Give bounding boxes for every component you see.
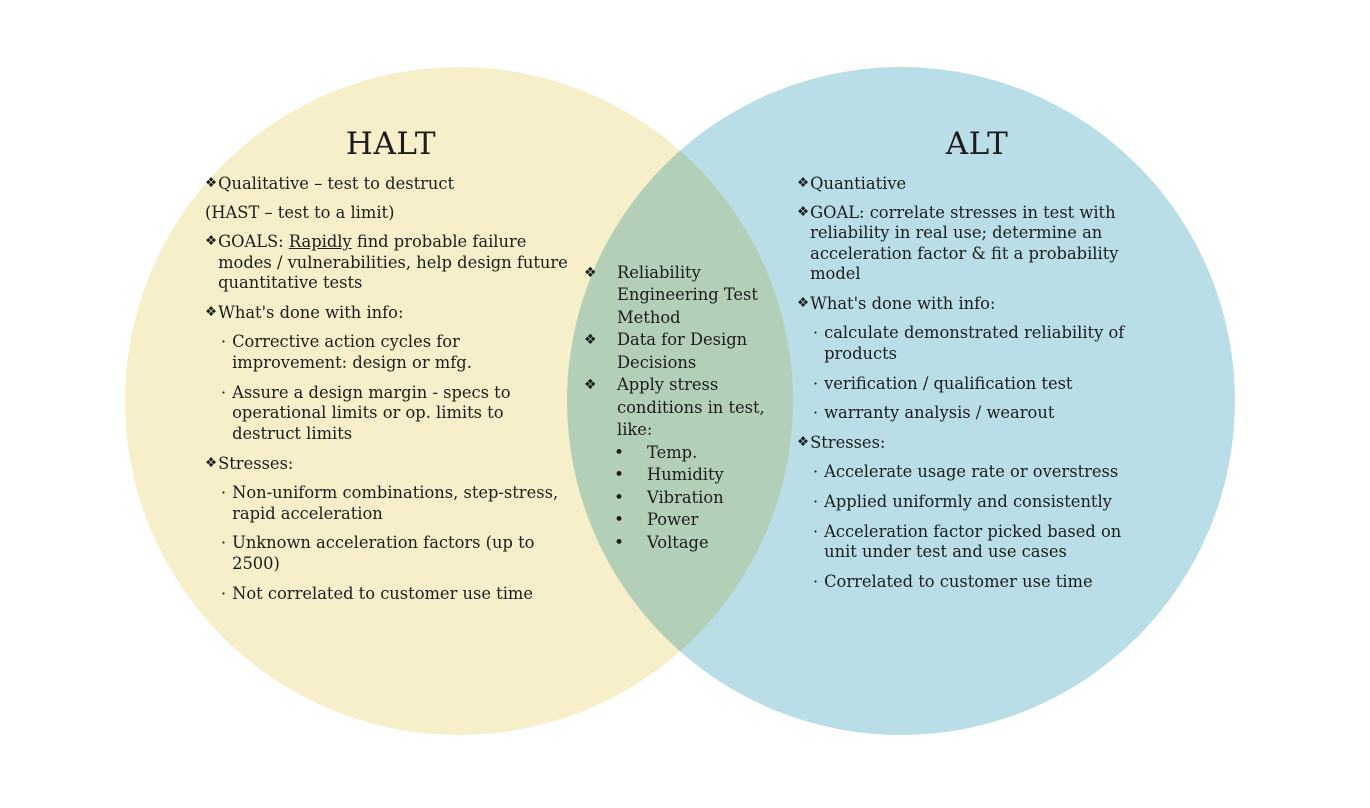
venn-item-label: Quantiative [810, 173, 907, 193]
venn-bullet-item: ❖ Reliability Engineering Test Method [584, 262, 766, 329]
venn-item-label: Non-uniform combinations, step-stress, r… [232, 483, 559, 523]
venn-subbullet-item: ·verification / qualification test [797, 374, 1157, 395]
dot-bullet-icon: · [813, 521, 819, 541]
venn-panel-halt: HALT ❖Qualitative – test to destruct(HAS… [205, 128, 577, 613]
venn-subbullet-item: • Voltage [584, 532, 766, 554]
venn-list-shared: ❖ Reliability Engineering Test Method ❖ Dat… [584, 262, 766, 554]
venn-item-label: verification / qualification test [824, 373, 1073, 393]
dot-bullet-icon: • [614, 487, 625, 508]
venn-item-label: Apply stress conditions in test, like: [617, 375, 765, 440]
venn-item-label: Applied uniformly and consistently [824, 492, 1112, 512]
venn-item-label: Data for Design Decisions [617, 330, 748, 372]
dot-bullet-icon: · [813, 323, 819, 343]
venn-item-label: GOALS: Rapidly find probable failure mod… [218, 232, 568, 293]
venn-bullet-item: ❖Qualitative – test to destruct [205, 174, 577, 194]
venn-item-label: Corrective action cycles for improvement… [232, 332, 472, 372]
dot-bullet-icon: • [614, 510, 625, 531]
venn-item-label: Not correlated to customer use time [232, 583, 534, 603]
diamond-bullet-icon: ❖ [584, 377, 597, 394]
diamond-bullet-icon: ❖ [584, 332, 597, 349]
venn-subbullet-item: ·calculate demonstrated reliability of p… [797, 323, 1157, 364]
venn-subbullet-item: ·warranty analysis / wearout [797, 403, 1157, 424]
venn-circle-alt [567, 67, 1235, 735]
dot-bullet-icon: · [221, 583, 227, 603]
dot-bullet-icon: · [813, 462, 819, 482]
venn-item-label: Voltage [647, 532, 709, 552]
diamond-bullet-icon: ❖ [205, 454, 218, 471]
venn-item-label: Stresses: [218, 453, 294, 473]
venn-list-halt: ❖Qualitative – test to destruct(HAST – t… [205, 174, 577, 605]
diamond-bullet-icon: ❖ [797, 294, 810, 311]
dot-bullet-icon: · [813, 492, 819, 512]
venn-subbullet-item: • Vibration [584, 487, 766, 509]
venn-item-label: Acceleration factor picked based on unit… [824, 521, 1122, 562]
venn-item-label: Power [647, 510, 699, 530]
dot-bullet-icon: · [813, 572, 819, 592]
venn-item-label: warranty analysis / wearout [824, 403, 1055, 423]
venn-subbullet-item: ·Not correlated to customer use time [205, 584, 577, 605]
venn-panel-shared: ❖ Reliability Engineering Test Method ❖ Dat… [584, 262, 766, 554]
venn-title-halt: HALT [345, 126, 437, 162]
venn-item-label: Assure a design margin - specs to operat… [232, 382, 511, 443]
emphasis-underline: Rapidly [288, 232, 352, 252]
diamond-bullet-icon: ❖ [205, 233, 218, 250]
venn-item-label: Correlated to customer use time [824, 572, 1093, 592]
dot-bullet-icon: • [614, 532, 625, 553]
diamond-bullet-icon: ❖ [797, 174, 810, 191]
venn-bullet-item: ❖Stresses: [205, 454, 577, 474]
dot-bullet-icon: · [813, 403, 819, 423]
venn-subbullet-item: ·Unknown acceleration factors (up to 250… [205, 533, 577, 574]
venn-subbullet-item: ·Applied uniformly and consistently [797, 492, 1157, 513]
diamond-bullet-icon: ❖ [584, 265, 597, 281]
dot-bullet-icon: · [221, 382, 227, 402]
venn-bullet-item: ❖What's done with info: [205, 303, 577, 323]
venn-item-label: calculate demonstrated reliability of pr… [824, 323, 1125, 363]
diamond-bullet-icon: ❖ [797, 203, 810, 220]
venn-bullet-item: ❖ Apply stress conditions in test, like: [584, 374, 766, 441]
venn-item-label: Stresses: [810, 432, 886, 452]
venn-item-label: Temp. [647, 442, 698, 462]
venn-text-line: (HAST – test to a limit) [205, 202, 395, 222]
venn-subbullet-item: • Temp. [584, 442, 766, 464]
venn-subbullet-item: ·Corrective action cycles for improvemen… [205, 332, 577, 373]
venn-item-label: Qualitative – test to destruct [218, 173, 455, 193]
venn-subbullet-item: • Power [584, 509, 766, 531]
diamond-bullet-icon: ❖ [205, 303, 218, 320]
dot-bullet-icon: · [221, 332, 227, 352]
venn-title-alt: ALT [945, 126, 1009, 162]
venn-bullet-item: ❖Quantiative [797, 174, 1157, 194]
venn-item-label: Reliability Engineering Test Method [617, 263, 758, 327]
venn-bullet-item: ❖GOALS: Rapidly find probable failure mo… [205, 232, 577, 293]
venn-item-label: Unknown acceleration factors (up to 2500… [232, 533, 535, 574]
venn-subbullet-item: ·Non-uniform combinations, step-stress, … [205, 483, 577, 524]
diamond-bullet-icon: ❖ [205, 174, 218, 191]
dot-bullet-icon: • [614, 442, 625, 463]
venn-subbullet-item: ·Acceleration factor picked based on uni… [797, 522, 1157, 563]
dot-bullet-icon: • [614, 465, 625, 486]
venn-item-label: What's done with info: [218, 302, 404, 322]
venn-subbullet-item: ·Correlated to customer use time [797, 572, 1157, 593]
venn-bullet-item: ❖What's done with info: [797, 294, 1157, 314]
venn-bullet-item: ❖ Data for Design Decisions [584, 329, 766, 374]
venn-bullet-item: ❖GOAL: correlate stresses in test with r… [797, 203, 1157, 285]
diamond-bullet-icon: ❖ [797, 433, 810, 450]
dot-bullet-icon: · [221, 533, 227, 553]
venn-list-alt: ❖Quantiative❖GOAL: correlate stresses in… [797, 174, 1157, 593]
venn-item-label: GOAL: correlate stresses in test with re… [810, 202, 1119, 284]
dot-bullet-icon: · [813, 373, 819, 393]
venn-subbullet-item: ·Accelerate usage rate or overstress [797, 462, 1157, 483]
venn-subbullet-item: ·Assure a design margin - specs to opera… [205, 383, 577, 445]
venn-bullet-item: ❖Stresses: [797, 433, 1157, 453]
dot-bullet-icon: · [221, 483, 227, 503]
venn-item-label: Accelerate usage rate or overstress [824, 462, 1119, 482]
venn-item-label: Vibration [647, 487, 724, 507]
venn-subbullet-item: • Humidity [584, 464, 766, 486]
venn-item-label: Humidity [647, 465, 724, 485]
venn-panel-alt: ALT ❖Quantiative❖GOAL: correlate stresse… [797, 128, 1157, 602]
venn-item-label: What's done with info: [810, 293, 996, 313]
